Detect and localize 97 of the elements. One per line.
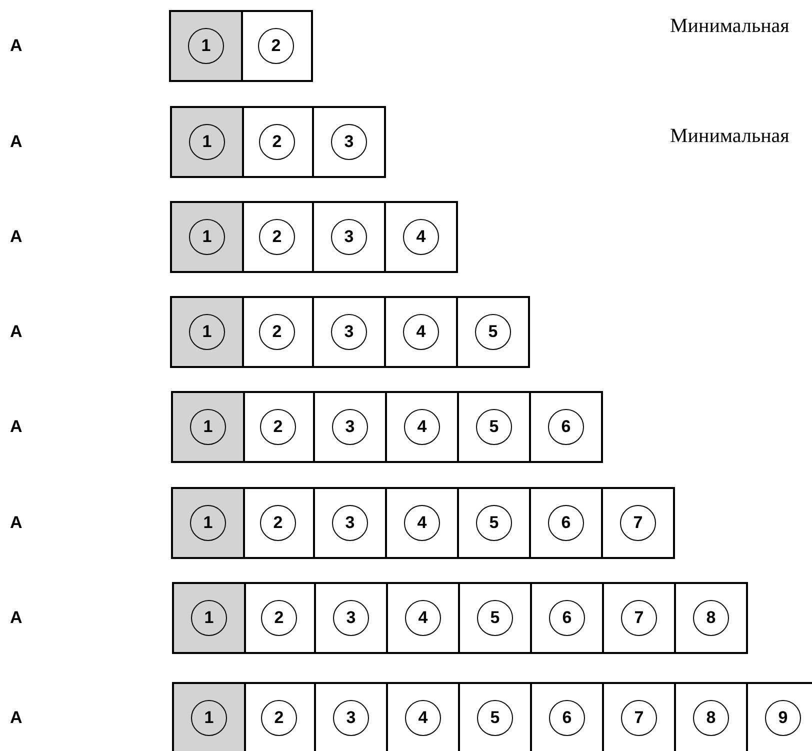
note-text: Минимальная bbox=[670, 125, 790, 148]
circled-number: 1 bbox=[191, 700, 227, 736]
shaded-cell bbox=[171, 391, 245, 463]
grid-cell bbox=[316, 582, 388, 654]
circled-number: 1 bbox=[190, 409, 226, 445]
circled-number: 1 bbox=[191, 600, 227, 636]
circled-number: 2 bbox=[259, 219, 295, 255]
circled-number: 2 bbox=[260, 505, 296, 541]
grid-cell bbox=[388, 582, 460, 654]
grid-cell bbox=[387, 391, 459, 463]
circled-number: 8 bbox=[693, 700, 729, 736]
shaded-cell bbox=[170, 296, 244, 368]
circled-number: 4 bbox=[405, 700, 441, 736]
shaded-cell bbox=[170, 106, 244, 178]
note-text: Минимальная bbox=[670, 15, 790, 38]
grid-cell bbox=[676, 582, 748, 654]
circled-number: 5 bbox=[477, 600, 513, 636]
circled-number: 5 bbox=[476, 505, 512, 541]
grid-cell bbox=[459, 391, 531, 463]
circled-number: 4 bbox=[404, 409, 440, 445]
circled-number: 1 bbox=[189, 219, 225, 255]
circled-number: 2 bbox=[260, 409, 296, 445]
grid-cell bbox=[532, 682, 604, 751]
shaded-cell bbox=[170, 201, 244, 273]
circled-number: 3 bbox=[332, 505, 368, 541]
circled-number: 4 bbox=[403, 314, 439, 350]
circled-number: 2 bbox=[258, 28, 294, 64]
grid-cell bbox=[314, 201, 386, 273]
circled-number: 5 bbox=[477, 700, 513, 736]
grid-cell bbox=[242, 201, 314, 273]
row-label: A bbox=[10, 513, 22, 533]
circled-number: 9 bbox=[765, 700, 801, 736]
circled-number: 5 bbox=[475, 314, 511, 350]
grid-cell bbox=[388, 682, 460, 751]
grid-cell bbox=[604, 582, 676, 654]
circled-number: 7 bbox=[620, 505, 656, 541]
grid-cell bbox=[315, 487, 387, 559]
circled-number: 6 bbox=[549, 600, 585, 636]
grid-cell bbox=[244, 682, 316, 751]
grid-cell bbox=[387, 487, 459, 559]
circled-number: 3 bbox=[332, 409, 368, 445]
grid-cell bbox=[244, 582, 316, 654]
grid-cell bbox=[314, 296, 386, 368]
grid-cell bbox=[531, 487, 603, 559]
shaded-cell bbox=[171, 487, 245, 559]
circled-number: 2 bbox=[259, 314, 295, 350]
grid-cell bbox=[243, 391, 315, 463]
grid-cell bbox=[315, 391, 387, 463]
circled-number: 6 bbox=[548, 505, 584, 541]
grid-cell bbox=[531, 391, 603, 463]
grid-cell bbox=[460, 682, 532, 751]
circled-number: 6 bbox=[548, 409, 584, 445]
grid-cell bbox=[243, 487, 315, 559]
grid-cell bbox=[603, 487, 675, 559]
circled-number: 1 bbox=[190, 505, 226, 541]
grid-cell bbox=[386, 201, 458, 273]
row-label: A bbox=[10, 132, 22, 152]
grid-cell bbox=[241, 10, 313, 82]
row-label: A bbox=[10, 708, 22, 728]
row-label: A bbox=[10, 417, 22, 437]
row-label: A bbox=[10, 36, 22, 56]
circled-number: 7 bbox=[621, 600, 657, 636]
circled-number: 8 bbox=[693, 600, 729, 636]
grid-cell bbox=[676, 682, 748, 751]
circled-number: 3 bbox=[331, 124, 367, 160]
grid-cell bbox=[532, 582, 604, 654]
grid-cell bbox=[460, 582, 532, 654]
circled-number: 2 bbox=[259, 124, 295, 160]
shaded-cell bbox=[172, 582, 246, 654]
circled-number: 3 bbox=[331, 219, 367, 255]
circled-number: 4 bbox=[404, 505, 440, 541]
circled-number: 1 bbox=[189, 124, 225, 160]
row-label: A bbox=[10, 322, 22, 342]
grid-cell bbox=[242, 106, 314, 178]
grid-cell bbox=[604, 682, 676, 751]
circled-number: 2 bbox=[261, 700, 297, 736]
circled-number: 4 bbox=[403, 219, 439, 255]
shaded-cell bbox=[172, 682, 246, 751]
grid-cell bbox=[459, 487, 531, 559]
circled-number: 3 bbox=[333, 600, 369, 636]
circled-number: 2 bbox=[261, 600, 297, 636]
row-label: A bbox=[10, 227, 22, 247]
circled-number: 5 bbox=[476, 409, 512, 445]
grid-cell bbox=[386, 296, 458, 368]
row-label: A bbox=[10, 608, 22, 628]
circled-number: 1 bbox=[188, 28, 224, 64]
circled-number: 1 bbox=[189, 314, 225, 350]
grid-cell bbox=[316, 682, 388, 751]
shaded-cell bbox=[169, 10, 243, 82]
grid-cell bbox=[458, 296, 530, 368]
circled-number: 3 bbox=[331, 314, 367, 350]
grid-cell bbox=[314, 106, 386, 178]
circled-number: 3 bbox=[333, 700, 369, 736]
grid-cell bbox=[242, 296, 314, 368]
circled-number: 7 bbox=[621, 700, 657, 736]
circled-number: 4 bbox=[405, 600, 441, 636]
circled-number: 6 bbox=[549, 700, 585, 736]
